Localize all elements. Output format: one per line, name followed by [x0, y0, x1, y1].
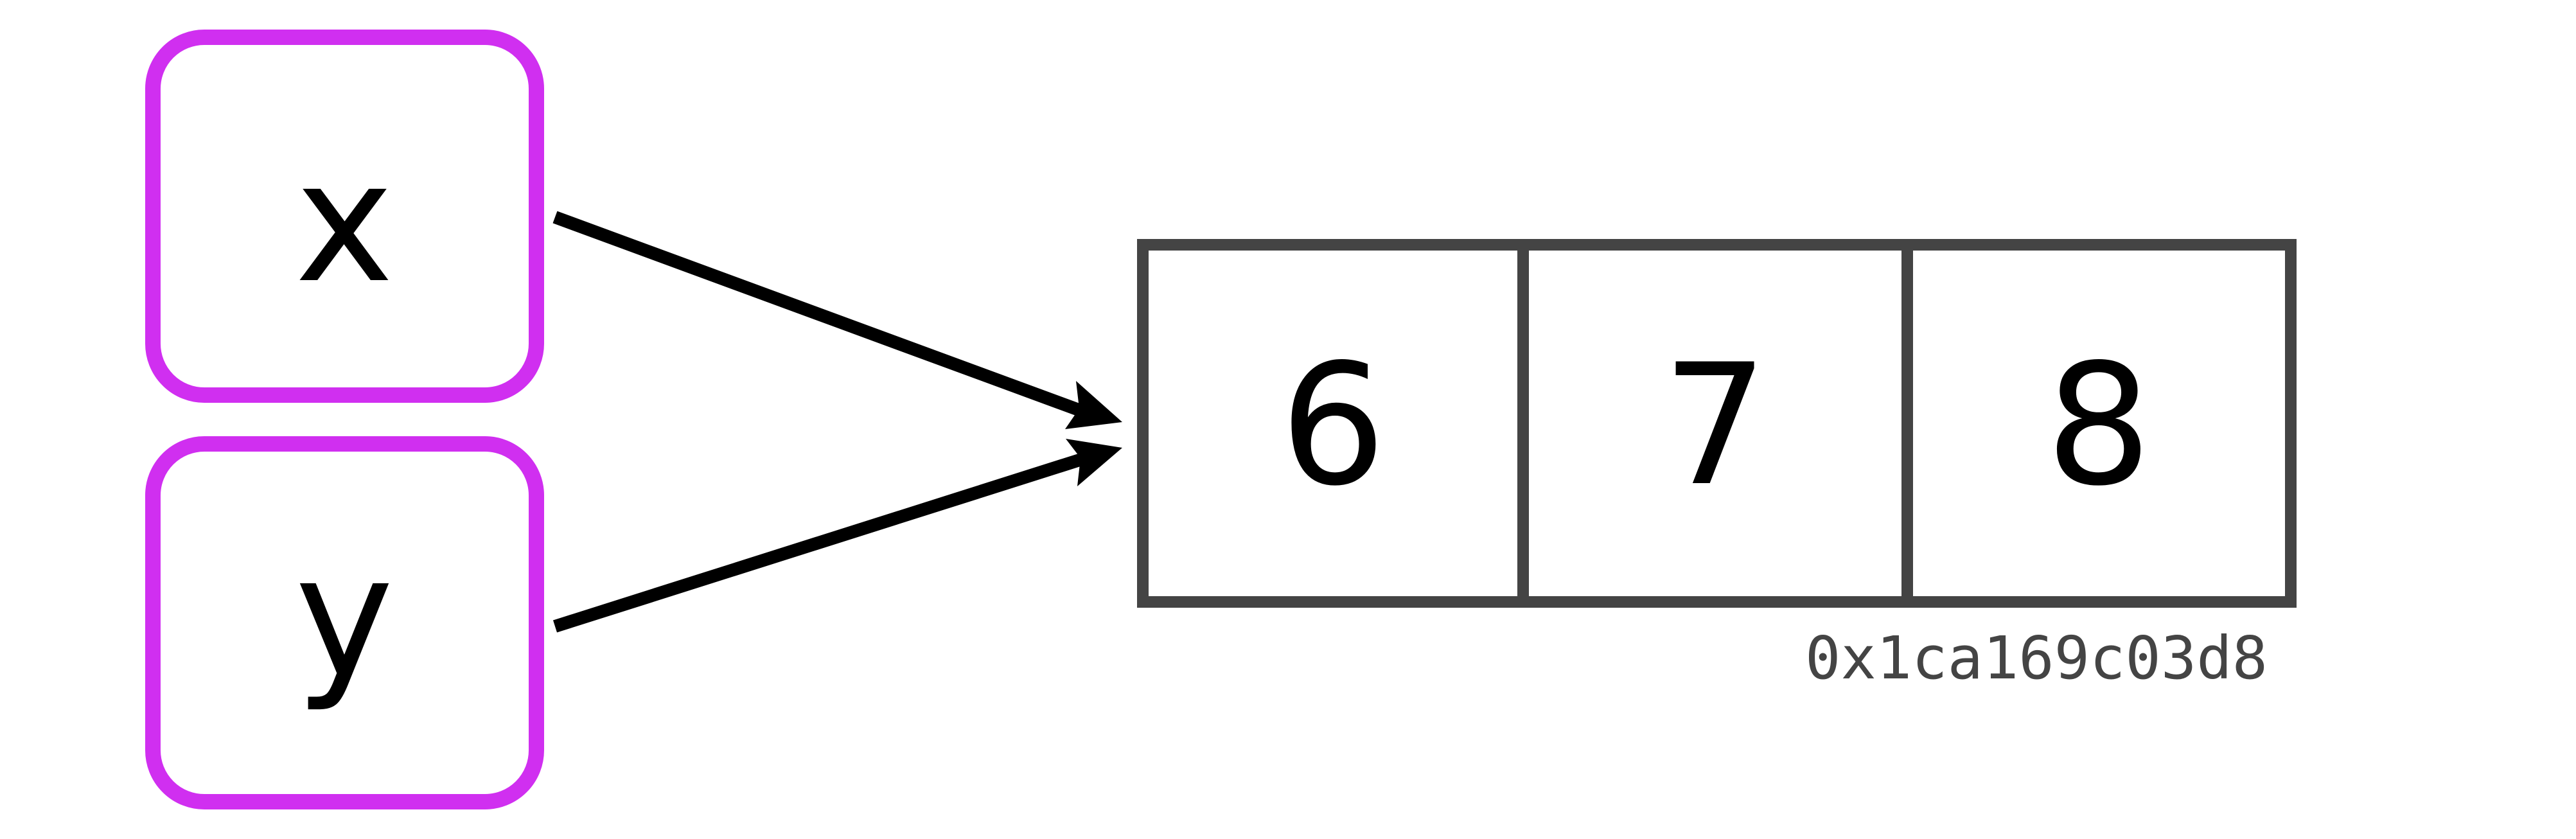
variable-box-y: y [145, 436, 544, 809]
variable-label-y: y [295, 520, 394, 714]
array-cell-0 [1137, 239, 1529, 608]
variable-box-y-border [145, 436, 544, 809]
array-cell-value-1: 7 [1662, 329, 1768, 523]
variable-box-x: x [145, 30, 544, 403]
array-cell-value-0: 6 [1280, 329, 1386, 523]
arrow-y-to-array [552, 439, 1122, 633]
arrow-x-head [1065, 381, 1122, 429]
array-cell-2 [1901, 239, 2297, 608]
variable-box-x-border [145, 30, 544, 403]
arrow-y-shaft [552, 452, 1088, 633]
variable-label-x: x [295, 126, 394, 320]
arrow-y-head [1066, 439, 1122, 486]
arrow-x-to-array [552, 211, 1122, 429]
array-address-label: 0x1ca169c03d8 [1805, 624, 2268, 693]
array-block: 6 7 8 [1137, 239, 2297, 608]
array-cell-value-2: 8 [2045, 329, 2151, 523]
arrow-x-shaft [552, 211, 1088, 419]
